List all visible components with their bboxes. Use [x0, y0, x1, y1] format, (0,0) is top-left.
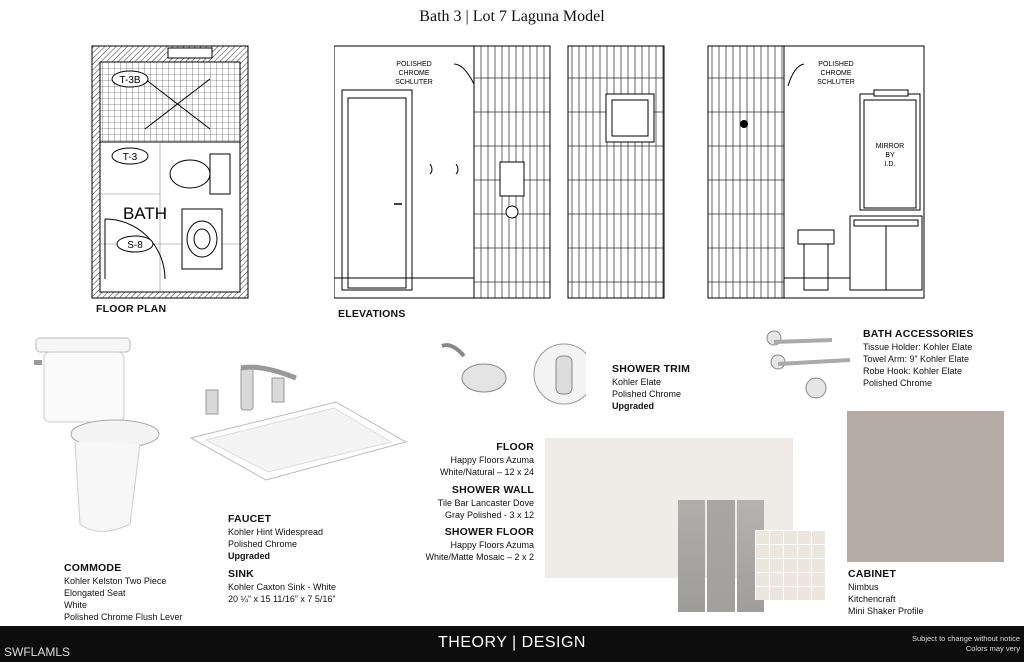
- schluter-callout-1-line3: SCHLUTER: [395, 79, 433, 86]
- shower-trim-line: Kohler Elate: [612, 377, 662, 387]
- bath-accessories-spec: BATH ACCESSORIES Tissue Holder: Kohler E…: [863, 328, 974, 389]
- schluter-callout-2-line1: POLISHED: [818, 61, 853, 68]
- shower-trim-heading: SHOWER TRIM: [612, 363, 691, 375]
- shower-floor-line: White/Matte Mosaic – 2 x 2: [425, 552, 534, 562]
- bath-accessories-line: Robe Hook: Kohler Elate: [863, 366, 963, 376]
- schluter-callout-2-line2: CHROME: [820, 70, 851, 77]
- shower-floor-spec: SHOWER FLOOR Happy Floors Azuma White/Ma…: [404, 526, 534, 563]
- floor-heading: FLOOR: [496, 441, 534, 453]
- cabinet-line: Nimbus: [848, 582, 879, 592]
- commode-line: Polished Chrome Flush Lever: [64, 612, 183, 622]
- plan-tag-t3b: T-3B: [119, 75, 140, 86]
- footer-disclaimer: Subject to change without notice Colors …: [912, 634, 1020, 654]
- bath-accessories-line: Tissue Holder: Kohler Elate: [863, 342, 973, 352]
- shower-floor-mosaic-swatch: [755, 530, 825, 600]
- shower-floor-heading: SHOWER FLOOR: [444, 526, 534, 538]
- elevations-label: ELEVATIONS: [338, 308, 406, 320]
- shower-wall-spec: SHOWER WALL Tile Bar Lancaster Dove Gray…: [404, 484, 534, 521]
- footer-brand: THEORY | DESIGN: [438, 634, 586, 651]
- plan-room-label: BATH: [123, 204, 167, 223]
- floor-spec: FLOOR Happy Floors Azuma White/Natural –…: [404, 441, 534, 478]
- watermark: SWFLAMLS: [4, 645, 71, 659]
- cabinet-line: Kitchencraft: [848, 594, 896, 604]
- bath-accessories-image: [766, 330, 851, 399]
- cabinet-heading: CABINET: [848, 568, 897, 580]
- commode-line: White: [64, 600, 88, 610]
- shower-floor-line: Happy Floors Azuma: [450, 540, 534, 550]
- footer-bar: THEORY | DESIGN SWFLAMLS Subject to chan…: [0, 626, 1024, 662]
- cabinet-color-swatch: [847, 411, 1004, 562]
- mirror-note-line2: BY: [885, 152, 895, 159]
- sink-faucet-image: [189, 364, 408, 481]
- floor-line: White/Natural – 12 x 24: [439, 467, 534, 477]
- mirror-note-line1: MIRROR: [876, 143, 904, 150]
- schluter-callout-1-line1: POLISHED: [396, 61, 431, 68]
- plan-tag-t3: T-3: [123, 152, 138, 163]
- wall-tile-1: [678, 500, 706, 612]
- sink-line: Kohler Caxton Sink - White: [228, 582, 337, 592]
- footer-disclaimer-line: Colors may very: [965, 644, 1020, 653]
- shower-wall-line: Gray Polished - 3 x 12: [444, 510, 534, 520]
- shower-wall-line: Tile Bar Lancaster Dove: [437, 498, 534, 508]
- footer-disclaimer-line: Subject to change without notice: [912, 634, 1020, 643]
- wall-tile-2: [707, 500, 735, 612]
- faucet-line: Polished Chrome: [228, 539, 298, 549]
- commode-spec: COMMODE Kohler Kelston Two Piece Elongat…: [64, 562, 183, 623]
- commode-image: [34, 337, 160, 532]
- cabinet-line: Mini Shaker Profile: [848, 606, 924, 616]
- shower-trim-line: Polished Chrome: [612, 389, 682, 399]
- shower-trim-note: Upgraded: [612, 401, 655, 411]
- schluter-callout-2-line3: SCHLUTER: [817, 79, 855, 86]
- faucet-heading: FAUCET: [228, 513, 272, 525]
- elevations-drawing: POLISHED CHROME SCHLUTER MIRROR BY I.D. …: [334, 45, 925, 299]
- floor-plan-label: FLOOR PLAN: [96, 303, 167, 315]
- sink-heading: SINK: [228, 568, 254, 580]
- shower-trim-image: [441, 343, 586, 405]
- shower-wall-heading: SHOWER WALL: [451, 484, 534, 496]
- commode-line: Kohler Kelston Two Piece: [64, 576, 167, 586]
- schluter-callout-1-line2: CHROME: [398, 70, 429, 77]
- sink-spec: SINK Kohler Caxton Sink - White 20 ¼” x …: [228, 568, 336, 605]
- commode-heading: COMMODE: [64, 562, 122, 574]
- bath-accessories-line: Towel Arm: 9” Kohler Elate: [863, 354, 970, 364]
- floor-line: Happy Floors Azuma: [450, 455, 534, 465]
- floor-plan-drawing: T-3B T-3 BATH S-8: [91, 45, 249, 299]
- shower-wall-tile-swatch: [678, 500, 764, 612]
- page-title: Bath 3 | Lot 7 Laguna Model: [419, 8, 605, 25]
- commode-line: Elongated Seat: [64, 588, 126, 598]
- mirror-note-line3: I.D.: [885, 161, 896, 168]
- faucet-note: Upgraded: [228, 551, 271, 561]
- faucet-line: Kohler Hint Widespread: [228, 527, 324, 537]
- plan-tag-s8: S-8: [127, 240, 143, 251]
- faucet-spec: FAUCET Kohler Hint Widespread Polished C…: [228, 513, 323, 562]
- cabinet-spec: CABINET Nimbus Kitchencraft Mini Shaker …: [848, 568, 924, 617]
- bath-accessories-line: Polished Chrome: [863, 378, 933, 388]
- sink-line: 20 ¼” x 15 11/16” x 7 5/16”: [228, 594, 336, 604]
- bath-accessories-heading: BATH ACCESSORIES: [863, 328, 974, 340]
- shower-trim-spec: SHOWER TRIM Kohler Elate Polished Chrome…: [612, 363, 690, 412]
